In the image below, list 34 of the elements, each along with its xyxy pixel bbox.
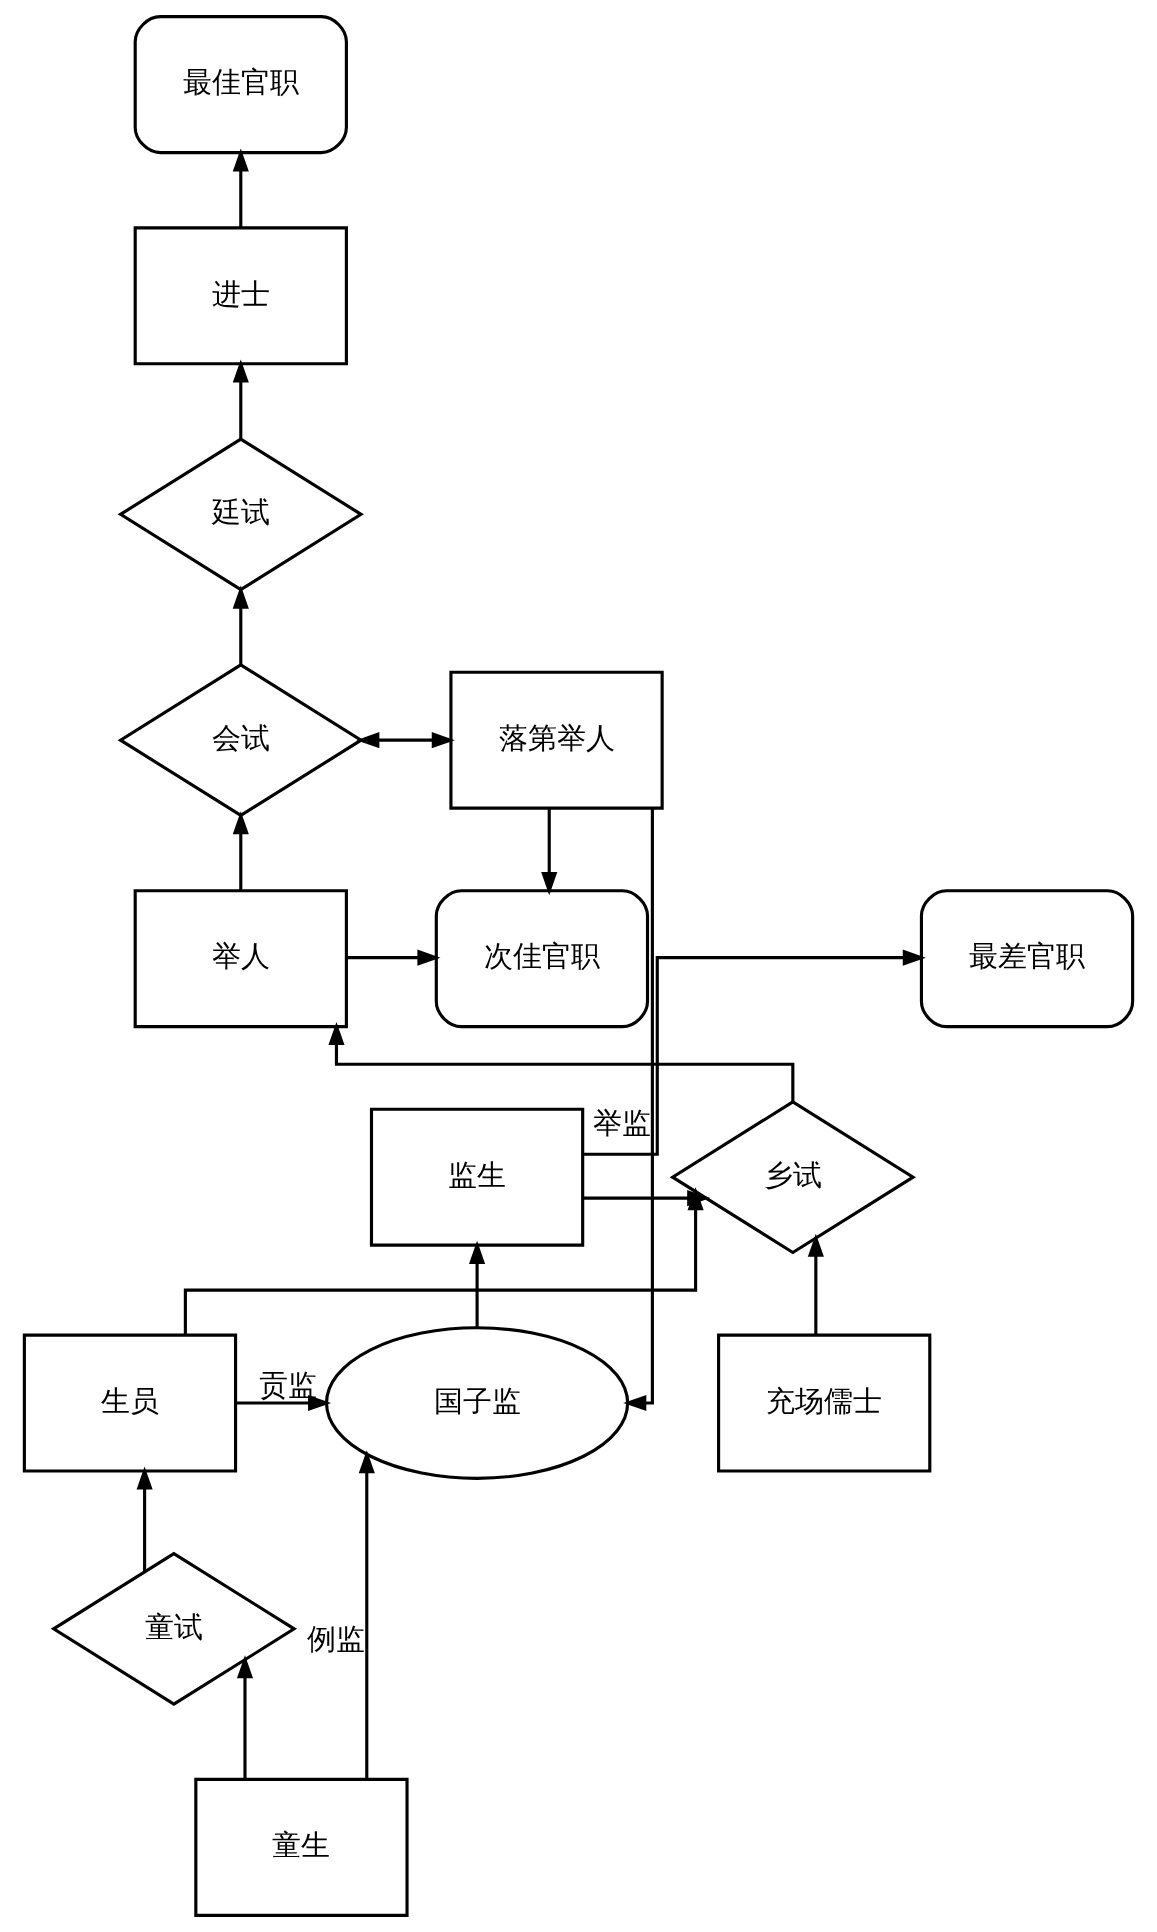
edge-label: 贡监 — [258, 1368, 317, 1403]
edge-label: 例监 — [307, 1621, 366, 1656]
arrow — [356, 732, 455, 749]
node-box: 最差官职 — [919, 889, 1135, 1029]
arrow — [328, 1022, 795, 1102]
node-box: 童生 — [194, 1777, 409, 1917]
arrow — [136, 1466, 153, 1572]
node-ellipse: 国子监 — [324, 1326, 630, 1480]
edge-label: 举监 — [593, 1106, 652, 1141]
arrow — [582, 949, 926, 1156]
arrow — [232, 811, 249, 891]
node-box: 举人 — [133, 889, 348, 1029]
node-diamond: 会试 — [117, 663, 364, 818]
node-box: 次佳官职 — [434, 889, 650, 1029]
arrow — [469, 1240, 486, 1328]
arrow — [807, 1233, 824, 1335]
arrow — [232, 148, 249, 228]
arrow — [358, 1450, 375, 1779]
arrow — [541, 808, 558, 896]
arrow — [232, 359, 249, 439]
arrow — [232, 585, 249, 665]
node-box: 落第举人 — [449, 670, 664, 810]
node-box: 充场儒士 — [717, 1333, 932, 1473]
arrow — [236, 1394, 332, 1412]
arrow — [183, 1187, 704, 1335]
node-box: 生员 — [22, 1333, 238, 1473]
node-box: 进士 — [133, 226, 348, 366]
node-diamond: 廷试 — [117, 437, 364, 592]
arrow — [346, 949, 441, 966]
node-box: 监生 — [369, 1107, 585, 1247]
arrow — [236, 1655, 254, 1779]
node-diamond: 童试 — [50, 1551, 298, 1706]
arrow — [623, 808, 654, 1412]
node-box: 最佳官职 — [133, 15, 348, 155]
